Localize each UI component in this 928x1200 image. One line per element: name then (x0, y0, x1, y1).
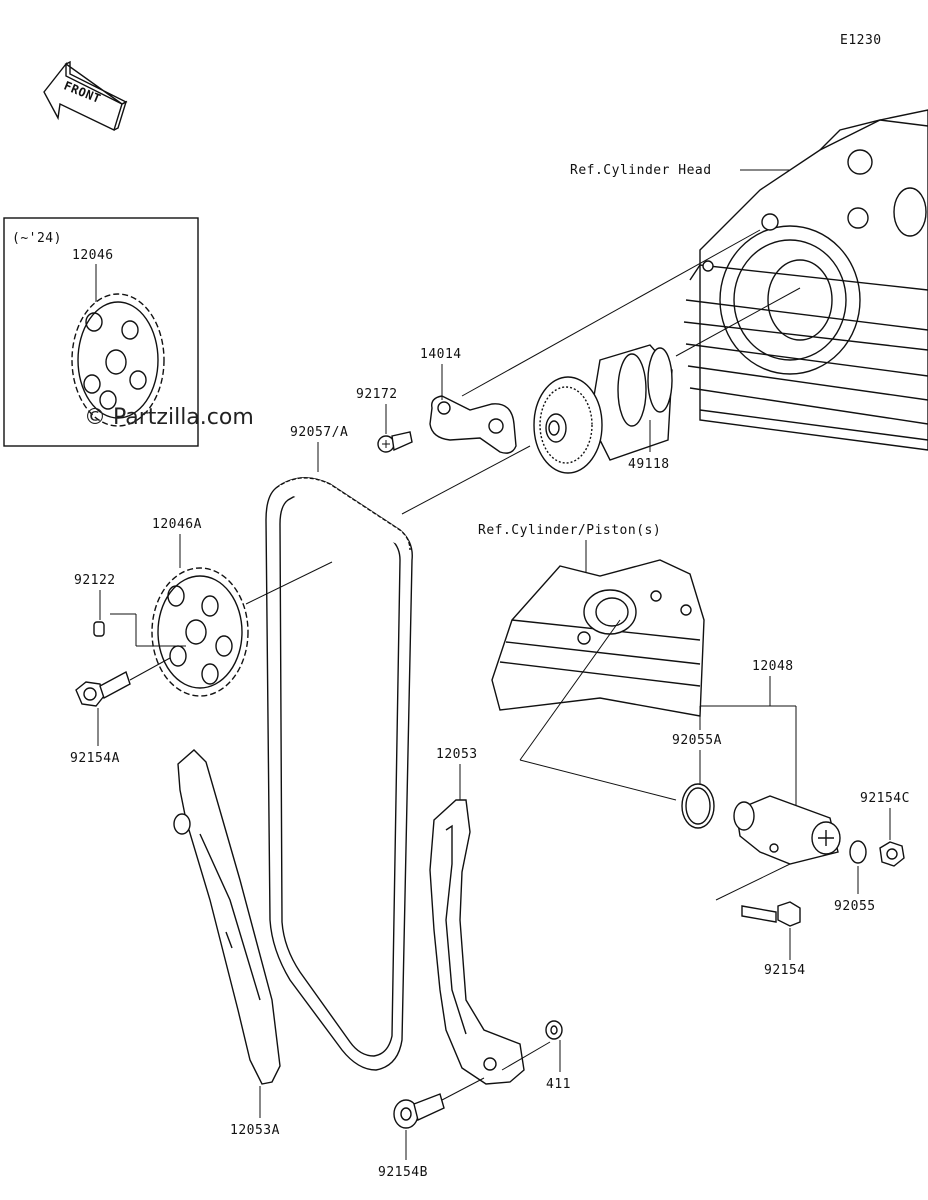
tensioner-12048 (733, 795, 841, 865)
diagram-code: E1230 (840, 33, 882, 48)
label-12053A: 12053A (230, 1123, 280, 1138)
cylinder-head (683, 109, 928, 451)
pin-92122 (93, 621, 105, 637)
plug-92154C (879, 841, 905, 867)
label-411: 411 (546, 1077, 571, 1092)
washer-411 (545, 1020, 563, 1040)
label-12048: 12048 (752, 659, 794, 674)
label-92154B: 92154B (378, 1165, 428, 1180)
label-12053: 12053 (436, 747, 478, 762)
chain-guide-12053A (173, 749, 281, 1085)
label-92057: 92057/A (290, 425, 348, 440)
bolt-92172 (377, 431, 413, 453)
cylinder-block (491, 559, 705, 717)
o-ring-92055 (849, 840, 867, 864)
label-12046A: 12046A (152, 517, 202, 532)
label-92055A: 92055A (672, 733, 722, 748)
label-92172: 92172 (356, 387, 398, 402)
bolt-92154A (75, 670, 131, 707)
label-49118: 49118 (628, 457, 670, 472)
inset-note: (~'24) (12, 231, 62, 246)
label-92122: 92122 (74, 573, 116, 588)
label-92154: 92154 (764, 963, 806, 978)
ref-cylinder-head-label: Ref.Cylinder Head (570, 163, 712, 178)
front-arrow-icon: FRONT (43, 60, 128, 131)
chain-guide-12053 (429, 799, 525, 1085)
label-14014: 14014 (420, 347, 462, 362)
cam-chain-92057 (265, 477, 413, 1071)
label-92055: 92055 (834, 899, 876, 914)
sprocket-12046 (71, 293, 165, 427)
plate-14014 (429, 395, 517, 454)
o-ring-92055A (681, 783, 715, 829)
sprocket-12046A (151, 567, 249, 697)
ref-cylinder-piston-label: Ref.Cylinder/Piston(s) (478, 523, 661, 538)
label-92154C: 92154C (860, 791, 910, 806)
label-92154A: 92154A (70, 751, 120, 766)
label-12046: 12046 (72, 248, 114, 263)
camshaft-49118 (533, 344, 673, 474)
bolt-92154 (741, 901, 801, 927)
bolt-92154B (393, 1093, 445, 1129)
inset-box: (~'24) 12046 (3, 217, 199, 447)
watermark: © Partzilla.com (84, 405, 254, 430)
